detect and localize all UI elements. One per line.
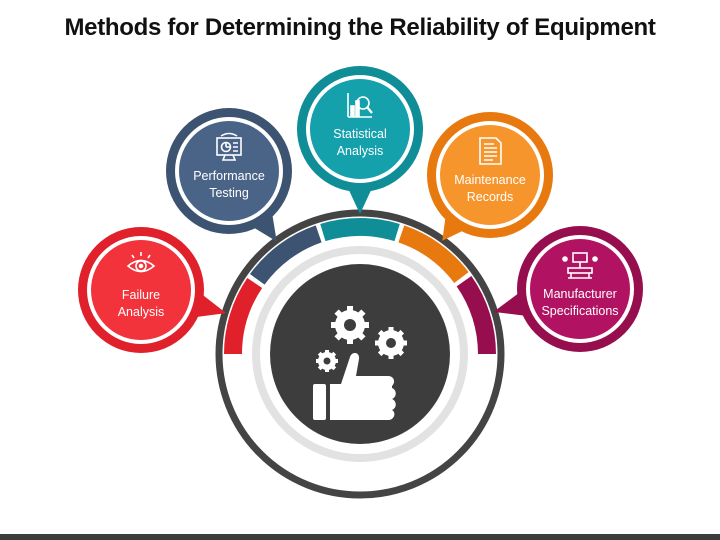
gear-icon (375, 327, 407, 359)
center-hub (252, 246, 468, 462)
performance-label-line2: Testing (209, 186, 249, 200)
arc-segment-failure (224, 277, 263, 354)
arc-segment-statistical (320, 217, 400, 242)
arc-segment-maintenance (398, 225, 469, 283)
page-title: Methods for Determining the Reliability … (64, 14, 656, 41)
failure-label-line2: Analysis (118, 305, 165, 319)
statistical-label-line2: Analysis (337, 144, 384, 158)
machine-icon (562, 252, 598, 279)
gear-icon (331, 306, 369, 344)
color-arc (224, 217, 496, 354)
manufacturer-label-line2: Specifications (541, 304, 618, 318)
gear-icon (316, 350, 338, 372)
arc-segment-performance (249, 225, 322, 285)
magnifier-chart-icon (347, 93, 373, 118)
maintenance-label-line1: Maintenance (454, 173, 526, 187)
manufacturer-label-line1: Manufacturer (543, 287, 617, 301)
statistical-label-line1: Statistical (333, 127, 387, 141)
gears-thumbs-up-icon (313, 306, 407, 420)
monitor-pie-icon (216, 132, 242, 161)
bottom-bar (0, 534, 720, 540)
thumbs-up-icon (313, 353, 396, 420)
performance-label-line1: Performance (193, 169, 265, 183)
document-icon (479, 137, 502, 165)
arc-segment-manufacturer (456, 275, 496, 354)
eye-target-icon (126, 252, 156, 273)
connector-statistical (347, 186, 373, 214)
failure-label-line1: Failure (122, 288, 160, 302)
maintenance-label-line2: Records (467, 190, 514, 204)
